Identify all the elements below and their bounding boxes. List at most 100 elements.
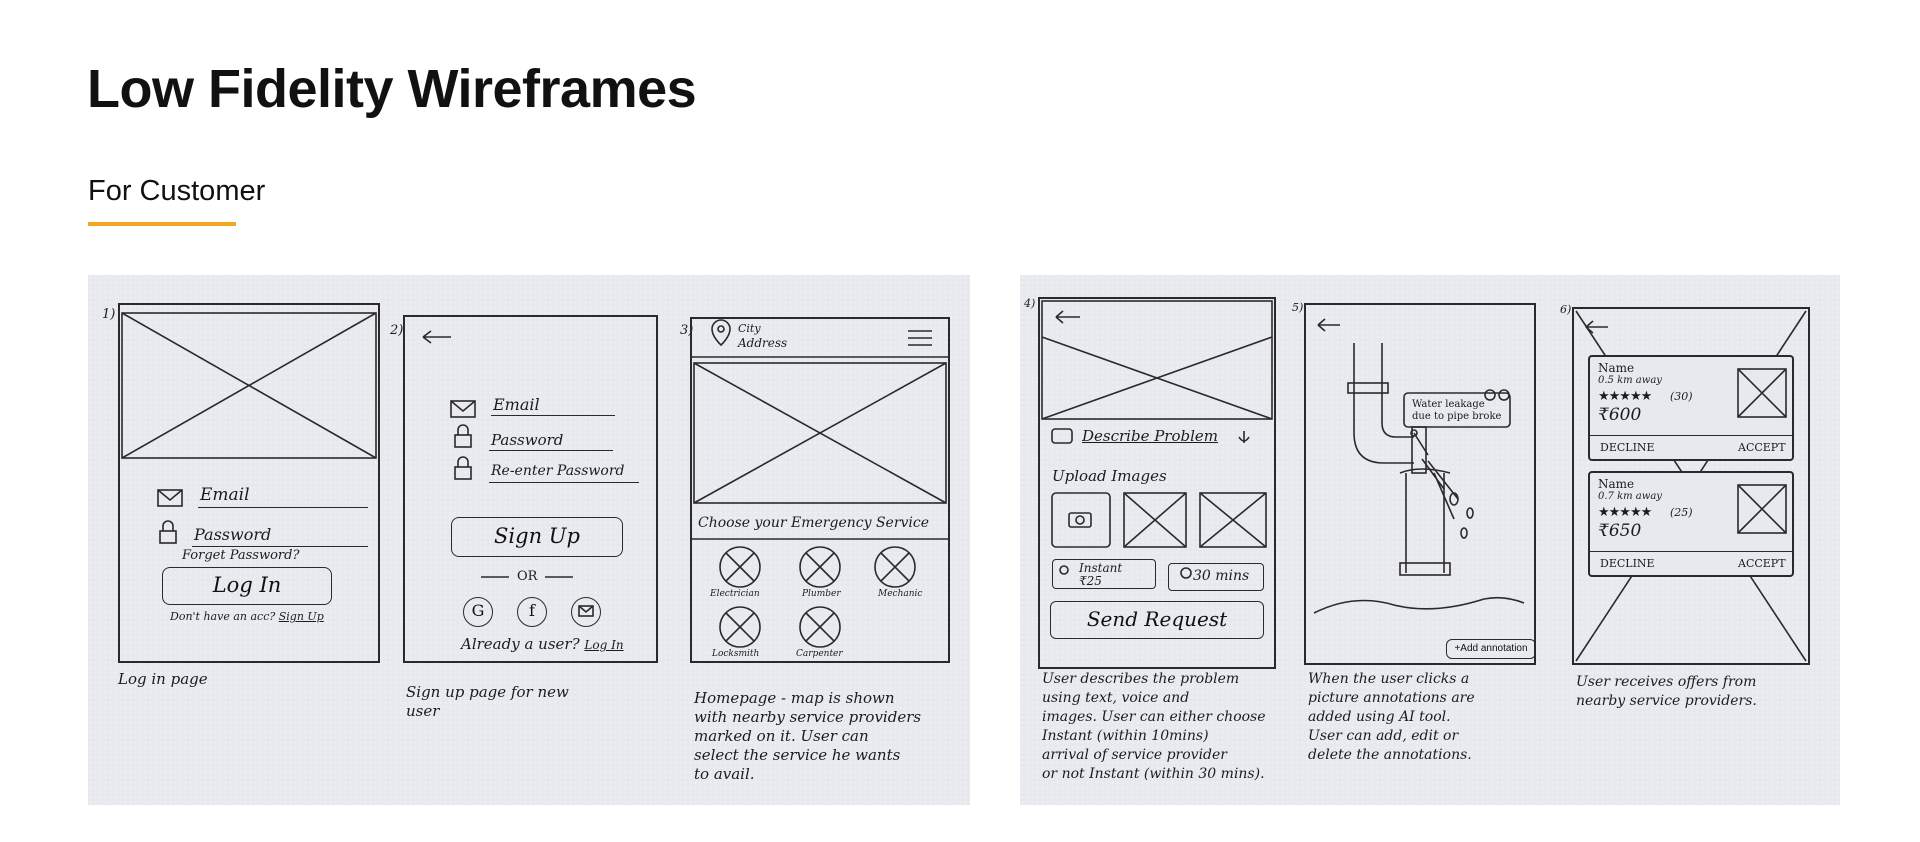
signup-icons: [422, 330, 573, 578]
accept-button[interactable]: ACCEPT: [1738, 441, 1786, 454]
uploaded-image-1[interactable]: [1124, 493, 1186, 547]
instant-option[interactable]: Instant ₹25: [1052, 559, 1156, 589]
camera-upload-button[interactable]: [1052, 493, 1110, 547]
describe-problem-input[interactable]: Describe Problem: [1082, 427, 1219, 445]
back-arrow-icon: [1055, 310, 1080, 324]
screen-offers: Name 0.5 km away ★★★★★ (30) ₹600 DECLINE…: [1572, 307, 1810, 665]
hamburger-menu-icon[interactable]: [906, 325, 936, 351]
home-drawing: [692, 319, 948, 648]
screen-describe-problem: Describe Problem Upload Images Instant ₹…: [1038, 297, 1276, 669]
provider-distance: 0.5 km away: [1598, 375, 1662, 386]
screen-login: Email Password Forget Password? Log In D…: [118, 303, 380, 663]
city-label: City: [738, 322, 761, 335]
map-placeholder[interactable]: [696, 365, 948, 505]
email-input[interactable]: [198, 507, 368, 508]
password-input[interactable]: [192, 546, 368, 547]
delete-annotation-icon: [1498, 389, 1510, 401]
uploaded-image-2[interactable]: [1200, 493, 1266, 547]
decline-button[interactable]: DECLINE: [1600, 441, 1655, 454]
page-title: Low Fidelity Wireframes: [87, 59, 697, 119]
facebook-button[interactable]: f: [517, 597, 547, 627]
service-mechanic[interactable]: Mechanic: [878, 589, 923, 599]
service-carpenter[interactable]: Carpenter: [796, 649, 843, 659]
or-divider: OR: [517, 569, 538, 584]
location-pin-icon: [711, 319, 731, 347]
password-label: Password: [491, 431, 564, 449]
signup-button[interactable]: Sign Up: [451, 517, 623, 557]
pipe-drawing: [1313, 318, 1525, 614]
service-electrician[interactable]: Electrician: [710, 589, 760, 599]
screen-number: 6): [1560, 303, 1572, 316]
caption-signup: Sign up page for new user: [406, 683, 569, 720]
address-label[interactable]: Address: [738, 336, 788, 350]
forgot-password-link[interactable]: Forget Password?: [182, 548, 300, 563]
provider-photo-placeholder: [1737, 368, 1787, 418]
decline-button[interactable]: DECLINE: [1600, 557, 1655, 570]
already-user-text: Already a user? Log In: [461, 635, 624, 653]
subtitle-underline: [88, 222, 236, 226]
review-count: (30): [1670, 390, 1693, 403]
caption-describe-problem: User describes the problem using text, v…: [1042, 671, 1266, 782]
signup-link[interactable]: Sign Up: [278, 610, 324, 623]
provider-distance: 0.7 km away: [1598, 491, 1662, 502]
section-subtitle: For Customer: [88, 175, 266, 207]
already-user-label: Already a user?: [461, 635, 580, 653]
mic-icon: [1238, 431, 1250, 443]
offer-card[interactable]: Name 0.5 km away ★★★★★ (30) ₹600 DECLINE…: [1588, 355, 1794, 461]
describe-drawing: [1041, 300, 1273, 579]
caption-home: Homepage - map is shown with nearby serv…: [694, 689, 922, 783]
instant-price: ₹25: [1079, 574, 1102, 588]
email-label: Email: [200, 485, 250, 505]
thirty-mins-option[interactable]: 30 mins: [1168, 563, 1264, 591]
rating-stars-icon: ★★★★★: [1598, 389, 1652, 404]
accept-button[interactable]: ACCEPT: [1738, 557, 1786, 570]
offer-price: ₹650: [1598, 521, 1642, 541]
screen-number: 4): [1024, 297, 1036, 310]
send-request-button[interactable]: Send Request: [1050, 601, 1264, 639]
wireframe-sheet-left: 1) Email Password Forget Password? Log I…: [88, 275, 970, 805]
screen-number: 1): [102, 307, 116, 322]
mail-icon: [578, 605, 594, 617]
offer-price: ₹600: [1598, 405, 1642, 425]
password-input[interactable]: [489, 450, 613, 451]
instant-label: Instant: [1079, 561, 1123, 575]
thirty-mins-label: 30 mins: [1193, 568, 1250, 584]
caption-annotation: When the user clicks a picture annotatio…: [1308, 671, 1475, 763]
add-annotation-button[interactable]: +Add annotation: [1446, 639, 1536, 659]
email-login-button[interactable]: [571, 597, 601, 627]
caption-offers: User receives offers from nearby service…: [1576, 674, 1757, 709]
image-placeholder-icon: [121, 312, 377, 544]
password-label: Password: [194, 525, 272, 544]
no-account-label: Don't have an acc?: [170, 610, 276, 623]
provider-name: Name: [1598, 361, 1635, 375]
service-plumber[interactable]: Plumber: [802, 589, 841, 599]
screen-annotation: Water leakage due to pipe broke +Add ann…: [1304, 303, 1536, 665]
email-input[interactable]: [491, 415, 615, 416]
login-link[interactable]: Log In: [584, 638, 624, 652]
review-count: (25): [1670, 506, 1693, 519]
upload-images-label: Upload Images: [1052, 467, 1167, 485]
screen-number: 5): [1292, 301, 1304, 314]
screen-home: City Address Choose your Emergency Servi…: [690, 317, 950, 663]
email-label: Email: [493, 395, 540, 414]
screen-number: 2): [390, 323, 404, 338]
reenter-password-label: Re-enter Password: [491, 463, 625, 479]
service-locksmith[interactable]: Locksmith: [712, 649, 760, 659]
rating-stars-icon: ★★★★★: [1598, 505, 1652, 520]
wireframe-sheet-right: 4) Describe Problem Upload Images Instan…: [1020, 275, 1840, 805]
choose-service-label: Choose your Emergency Service: [698, 515, 930, 531]
edit-annotation-icon: [1484, 389, 1496, 401]
chat-icon: [1051, 428, 1073, 444]
provider-photo-placeholder: [1737, 484, 1787, 534]
back-arrow-icon: [1317, 318, 1340, 332]
back-arrow-icon: [422, 330, 451, 344]
no-account-text: Don't have an acc? Sign Up: [170, 610, 324, 623]
login-button[interactable]: Log In: [162, 567, 332, 605]
google-button[interactable]: G: [463, 597, 493, 627]
screen-signup: Email Password Re-enter Password Sign Up…: [403, 315, 658, 663]
caption-login: Log in page: [118, 670, 208, 688]
offer-card[interactable]: Name 0.7 km away ★★★★★ (25) ₹650 DECLINE…: [1588, 471, 1794, 577]
provider-name: Name: [1598, 477, 1635, 491]
annotation-label[interactable]: Water leakage due to pipe broke: [1412, 399, 1502, 422]
reenter-password-input[interactable]: [489, 482, 639, 483]
